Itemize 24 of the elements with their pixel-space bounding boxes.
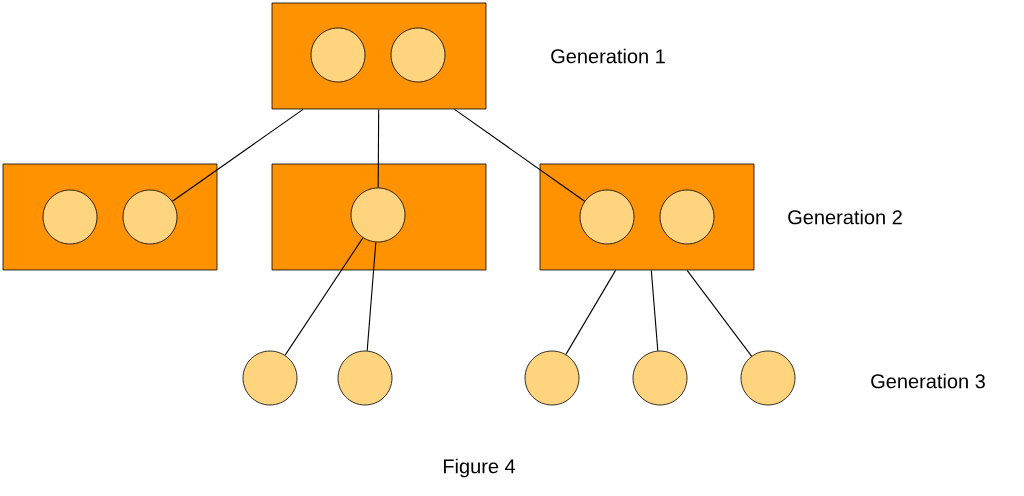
circle [579,189,635,245]
connector-line [377,108,380,189]
circle [242,350,298,406]
circle [632,350,688,406]
generation-label: Generation 3 [871,373,985,389]
generation-label: Generation 2 [788,209,902,225]
circle [42,189,98,245]
circle [659,189,715,245]
circle [390,27,446,83]
circle [350,187,406,243]
generation-label: Generation 1 [551,48,665,64]
circle [524,350,580,406]
connector-line [366,241,377,352]
circle [122,189,178,245]
connector-line [686,269,753,357]
circle [337,350,393,406]
connector-line [284,237,364,356]
circle [310,27,366,83]
connector-line [454,108,586,202]
connector-line [565,269,617,355]
connector-line [171,108,304,202]
figure-caption: Figure 4 [443,458,516,478]
circle [740,350,796,406]
connector-line [650,269,659,352]
